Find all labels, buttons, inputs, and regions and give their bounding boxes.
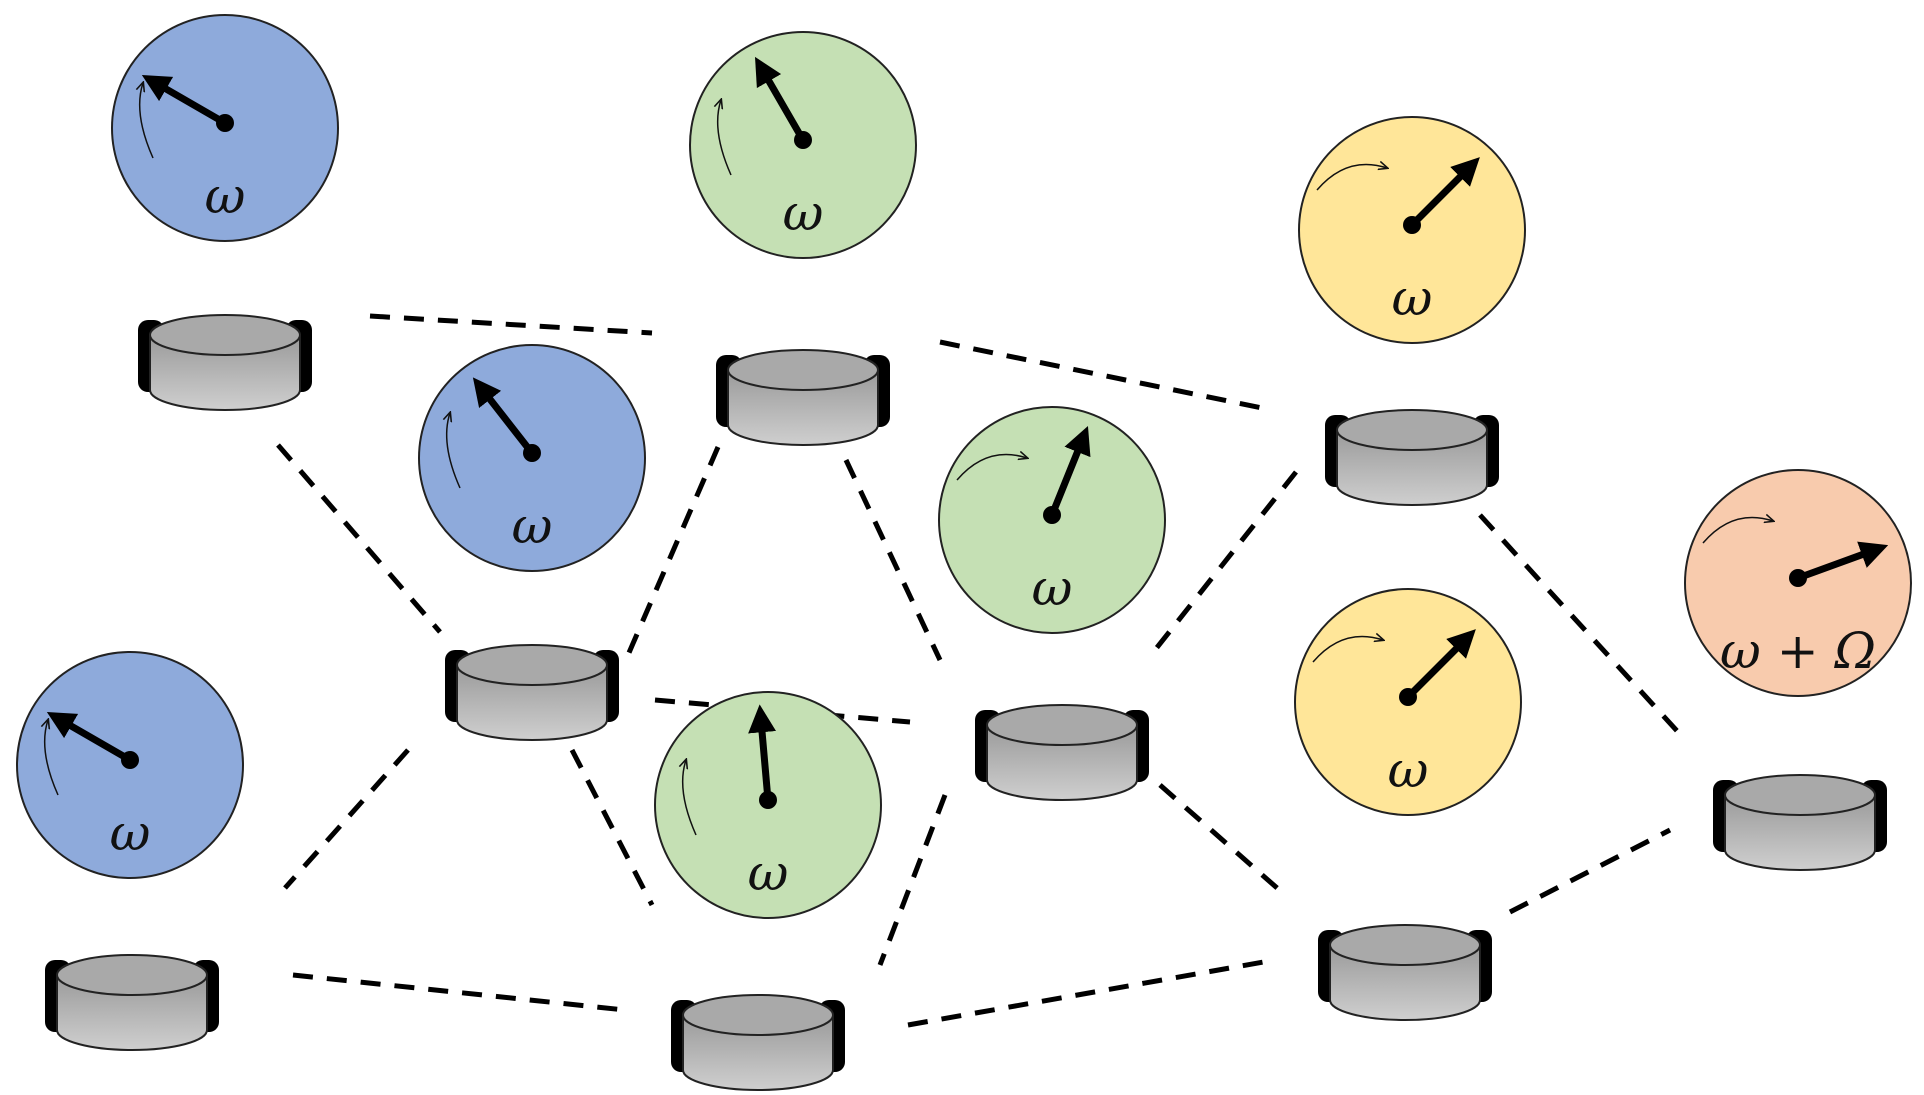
frequency-label: ω: [748, 844, 789, 902]
hub: [794, 131, 812, 149]
link-n3-n6: [1478, 513, 1680, 734]
hub: [523, 444, 541, 462]
link-n9-n6: [1508, 827, 1672, 915]
rotation-arrow-icon: [956, 454, 1027, 481]
phase-hand: [1794, 541, 1889, 582]
frequency-label: ω: [1392, 269, 1433, 327]
robot-n7: [45, 954, 219, 1051]
rotation-arrow-icon: [447, 413, 461, 489]
oscillator-n4: ω: [418, 344, 646, 572]
hub: [1043, 506, 1061, 524]
robot-body: [1724, 794, 1876, 871]
robot-body: [682, 1014, 834, 1091]
hub: [759, 791, 777, 809]
oscillator-n9: ω: [1294, 588, 1522, 816]
robot-top: [456, 644, 608, 686]
phase-hand: [1408, 157, 1480, 229]
hub: [121, 751, 139, 769]
oscillator-n7: ω: [16, 651, 244, 879]
robot-top: [149, 314, 301, 356]
link-n9-n10: [907, 957, 1276, 1028]
rotation-arrow-icon: [140, 83, 154, 159]
rotation-arrow-icon: [718, 100, 732, 176]
hub: [216, 114, 234, 132]
rotation-arrow-icon: [1702, 517, 1773, 544]
robot-n3: [1325, 409, 1499, 506]
robot-top: [1336, 409, 1488, 451]
robot-n8: [671, 994, 845, 1091]
rotation-arrow-icon: [1312, 636, 1383, 663]
phase-hand: [748, 704, 777, 804]
link-n2-n4: [625, 446, 721, 656]
robots: [45, 314, 1887, 1091]
robot-n4: [445, 644, 619, 741]
hub: [1399, 688, 1417, 706]
link-n4-n7: [283, 748, 410, 890]
oscillator-n6: ω + Ω: [1684, 469, 1912, 697]
phase-oscillators: ω ω ω ω ω ω + Ω ω ω ω: [16, 14, 1912, 919]
phase-hand: [46, 712, 134, 764]
robot-n5: [975, 704, 1149, 801]
robot-n2: [716, 349, 890, 446]
link-n5-n8: [877, 794, 948, 966]
oscillator-n2: ω: [689, 31, 917, 259]
link-n3-n5: [1153, 470, 1298, 652]
robot-n9: [1318, 924, 1492, 1021]
link-n2-n3: [939, 339, 1273, 413]
oscillator-n3: ω: [1298, 116, 1526, 344]
frequency-label: ω + Ω: [1720, 622, 1876, 680]
robot-top: [1724, 774, 1876, 816]
robot-top: [727, 349, 879, 391]
frequency-label: ω: [783, 184, 824, 242]
robot-n1: [138, 314, 312, 411]
oscillator-n5: ω: [938, 406, 1166, 634]
robot-top: [986, 704, 1138, 746]
link-n2-n5: [843, 458, 943, 662]
link-n5-n10: [1158, 783, 1287, 897]
robot-body: [727, 369, 879, 446]
frequency-label: ω: [1388, 741, 1429, 799]
oscillator-n8: ω: [654, 691, 882, 919]
robot-body: [1329, 944, 1481, 1021]
robot-top: [682, 994, 834, 1036]
phase-hand: [1404, 629, 1476, 701]
robot-body: [986, 724, 1138, 801]
hub: [1789, 569, 1807, 587]
link-n4-n8: [569, 748, 655, 907]
oscillator-n1: ω: [111, 14, 339, 242]
robot-body: [456, 664, 608, 741]
rotation-arrow-icon: [683, 760, 697, 836]
rotation-arrow-icon: [1316, 164, 1387, 191]
robot-body: [56, 974, 208, 1051]
robot-top: [56, 954, 208, 996]
frequency-label: ω: [110, 804, 151, 862]
phase-hand: [755, 56, 807, 144]
frequency-label: ω: [205, 167, 246, 225]
robot-body: [1336, 429, 1488, 506]
link-n4-n10: [654, 697, 911, 725]
link-n1-n4: [276, 443, 442, 634]
phase-hand: [472, 377, 536, 457]
link-n7-n10: [292, 972, 626, 1013]
robot-body: [149, 334, 301, 411]
phase-hand: [141, 75, 229, 127]
robot-top: [1329, 924, 1481, 966]
rotation-arrow-icon: [45, 720, 59, 796]
link-n1-n2: [369, 313, 653, 336]
hub: [1403, 216, 1421, 234]
communication-links: [276, 313, 1680, 1028]
phase-hand: [1048, 425, 1091, 519]
frequency-label: ω: [1032, 559, 1073, 617]
robot-n6: [1713, 774, 1887, 871]
frequency-label: ω: [512, 497, 553, 555]
